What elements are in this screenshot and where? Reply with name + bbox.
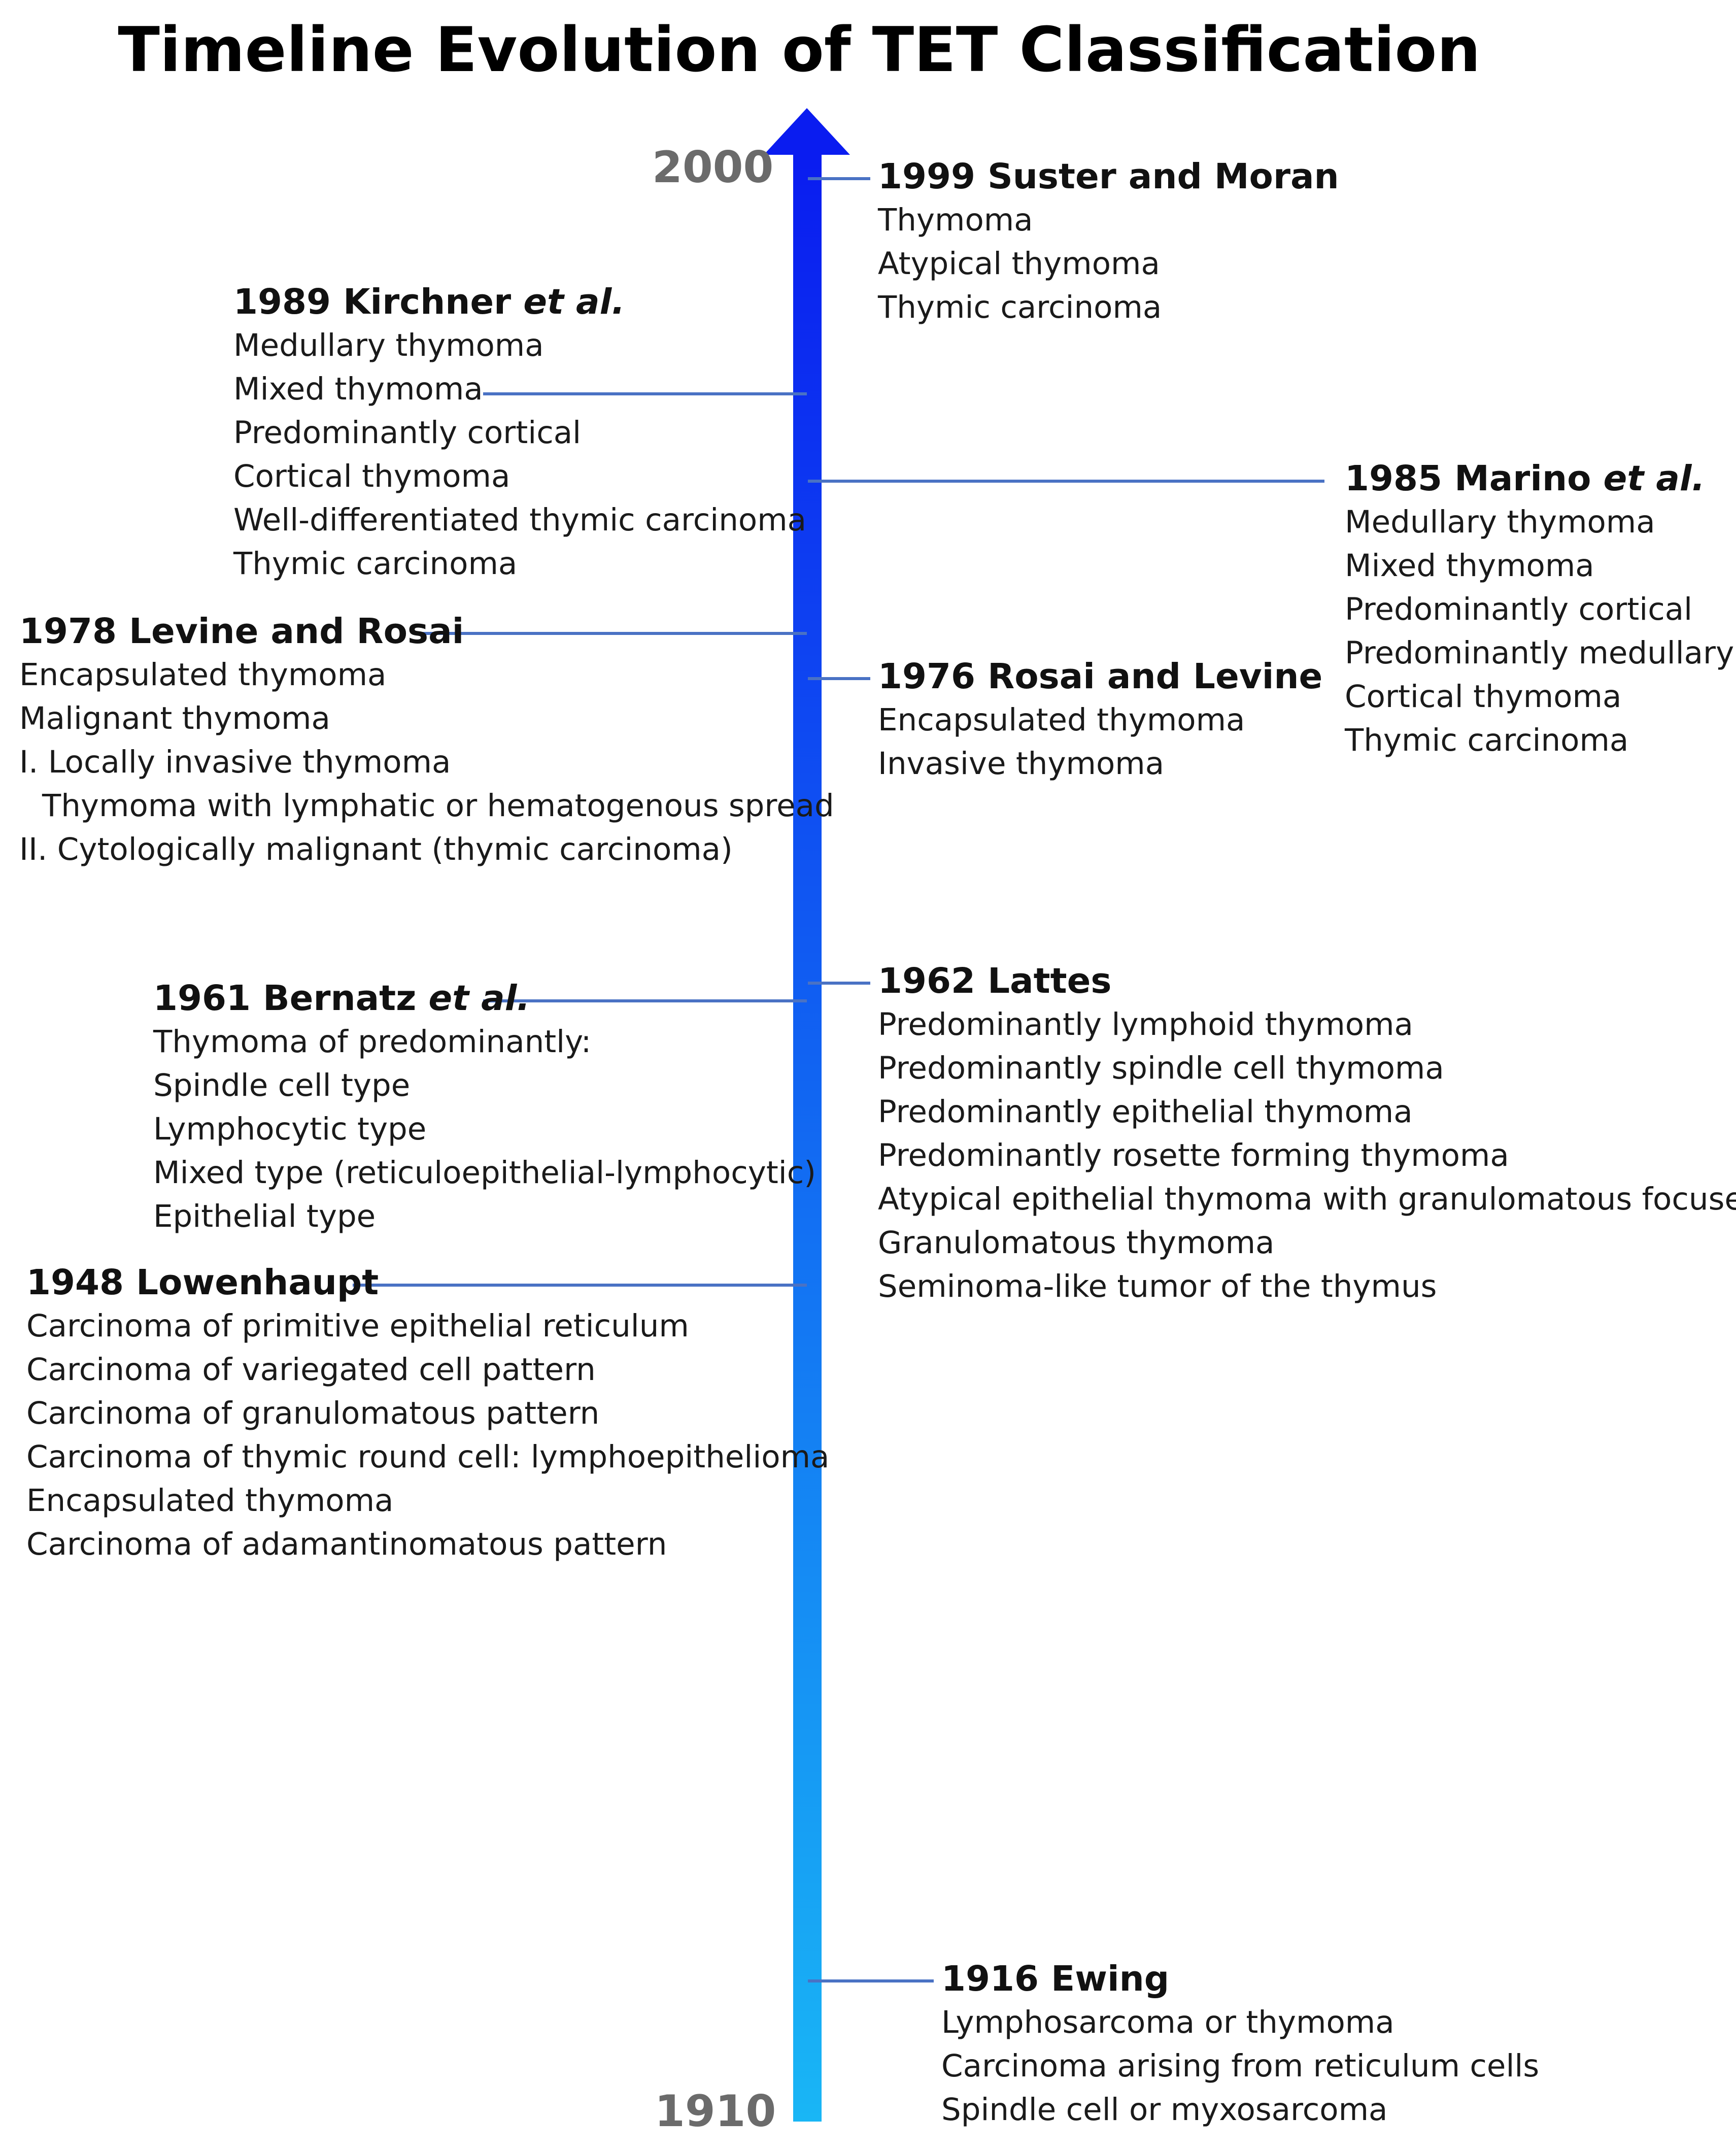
timeline-arrowhead — [764, 108, 850, 155]
entry-item: Well-differentiated thymic carcinoma — [233, 502, 807, 538]
entry-item: Thymoma with lymphatic or hematogenous s… — [42, 788, 834, 824]
entry-item: Carcinoma arising from reticulum cells — [941, 2048, 1540, 2084]
entry-item: Predominantly lymphoid thymoma — [878, 1006, 1413, 1043]
entry-item: Encapsulated thymoma — [26, 1483, 394, 1519]
entry-item: Carcinoma of adamantinomatous pattern — [26, 1526, 667, 1562]
entry-item: Granulomatous thymoma — [878, 1225, 1275, 1261]
entry-authors: Bernatz — [263, 978, 417, 1019]
entry-item: Cortical thymoma — [233, 458, 510, 494]
entry-year: 1962 — [878, 961, 988, 1001]
entry-year: 1999 — [878, 156, 988, 197]
entry-item: Mixed thymoma — [1345, 548, 1594, 584]
entry-item: Predominantly medullary — [1345, 635, 1734, 671]
entry-heading: 1961 Bernatz et al. — [153, 977, 816, 1020]
entry-item: Cortical thymoma — [1345, 679, 1622, 715]
entry-item: I. Locally invasive thymoma — [19, 744, 451, 780]
entry-item: Encapsulated thymoma — [19, 657, 387, 693]
entry-item: Carcinoma of primitive epithelial reticu… — [26, 1308, 689, 1344]
entry-etal: et al. — [428, 978, 530, 1019]
entry-item: Medullary thymoma — [233, 327, 544, 363]
entry-item: Thymic carcinoma — [1345, 722, 1629, 758]
entry-item: Mixed thymoma — [233, 371, 483, 407]
year-label-start: 1910 — [655, 2086, 776, 2137]
entry-year: 1916 — [941, 1959, 1051, 1999]
entry-etal: et al. — [1603, 458, 1705, 499]
entry-heading: 1999 Suster and Moran — [878, 155, 1339, 198]
entry-authors: Suster and Moran — [988, 156, 1339, 197]
entry-authors: Rosai and Levine — [988, 656, 1323, 697]
entry-item: Predominantly epithelial thymoma — [878, 1094, 1413, 1130]
entry-year: 1976 — [878, 656, 988, 697]
entry-authors: Levine and Rosai — [129, 611, 464, 652]
entry-year: 1989 — [233, 282, 344, 322]
entry-authors: Kirchner — [343, 282, 512, 322]
entry-item: Lymphosarcoma or thymoma — [941, 2004, 1394, 2040]
entry-item: Encapsulated thymoma — [878, 702, 1245, 738]
entry-heading: 1976 Rosai and Levine — [878, 655, 1322, 698]
entry-item: Thymoma — [878, 202, 1033, 238]
entry-item: Thymic carcinoma — [878, 289, 1162, 325]
entry-etal: et al. — [523, 282, 625, 322]
entry-item: Invasive thymoma — [878, 746, 1165, 782]
entry-item: Predominantly cortical — [233, 415, 582, 451]
entry-item: Spindle cell type — [153, 1067, 411, 1103]
entry-year: 1961 — [153, 978, 263, 1019]
entry-item: Atypical epithelial thymoma with granulo… — [878, 1181, 1736, 1217]
entry-heading: 1916 Ewing — [941, 1957, 1539, 2001]
entry-heading: 1978 Levine and Rosai — [19, 610, 834, 653]
entry-authors: Ewing — [1051, 1959, 1170, 1999]
entry-item: II. Cytologically malignant (thymic carc… — [19, 831, 733, 867]
entry-heading: 1985 Marino et al. — [1345, 457, 1734, 500]
entry-authors: Marino — [1454, 458, 1591, 499]
entry-item: Medullary thymoma — [1345, 504, 1655, 540]
timeline-entry-1961: 1961 Bernatz et al. Thymoma of predominan… — [153, 977, 816, 1238]
entry-item: Carcinoma of granulomatous pattern — [26, 1395, 600, 1431]
entry-authors: Lowenhaupt — [136, 1262, 379, 1303]
entry-heading: 1948 Lowenhaupt — [26, 1261, 829, 1304]
entry-item: Mixed type (reticuloepithelial-lymphocyt… — [153, 1155, 816, 1191]
entry-year: 1978 — [19, 611, 129, 652]
entry-item: Carcinoma of variegated cell pattern — [26, 1352, 596, 1388]
entry-authors: Lattes — [988, 961, 1112, 1001]
year-label-end: 2000 — [652, 142, 774, 193]
entry-item: Thymoma of predominantly: — [153, 1024, 592, 1060]
entry-item: Predominantly cortical — [1345, 591, 1693, 627]
entry-heading: 1962 Lattes — [878, 959, 1736, 1003]
entry-year: 1985 — [1345, 458, 1455, 499]
entry-item: Epithelial type — [153, 1198, 376, 1234]
entry-item: Malignant thymoma — [19, 700, 330, 736]
entry-item: Thymic carcinoma — [233, 546, 518, 582]
entry-heading: 1989 Kirchner et al. — [233, 280, 806, 324]
entry-year: 1948 — [26, 1262, 137, 1303]
diagram-title: Timeline Evolution of TET Classification — [118, 14, 1481, 86]
entry-item: Atypical thymoma — [878, 246, 1160, 282]
entry-item: Spindle cell or myxosarcoma — [941, 2092, 1388, 2128]
entry-item: Carcinoma of thymic round cell: lymphoep… — [26, 1439, 830, 1475]
entry-item: Lymphocytic type — [153, 1111, 427, 1147]
entry-item: Predominantly rosette forming thymoma — [878, 1137, 1509, 1173]
entry-item: Seminoma-like tumor of the thymus — [878, 1268, 1437, 1304]
entry-item: Predominantly spindle cell thymoma — [878, 1050, 1444, 1086]
